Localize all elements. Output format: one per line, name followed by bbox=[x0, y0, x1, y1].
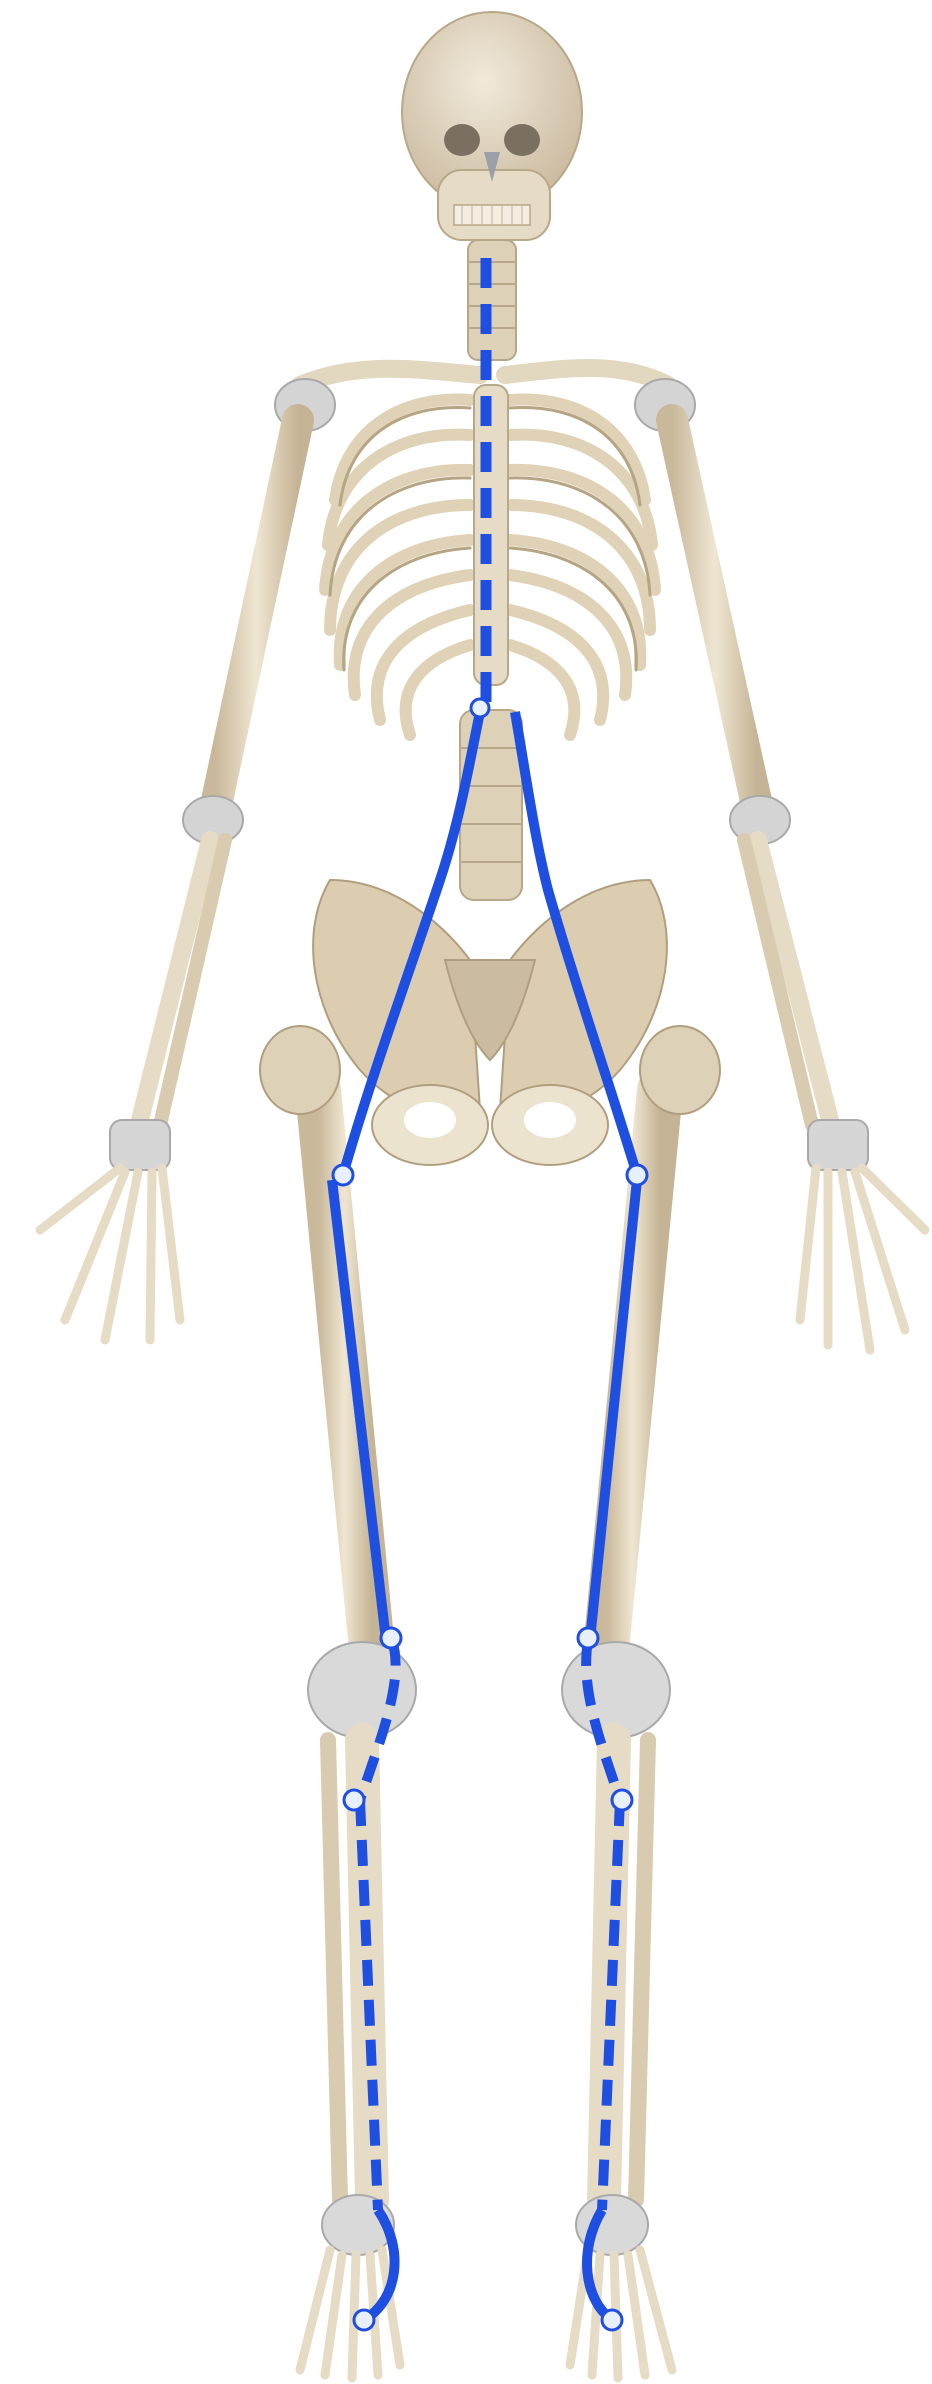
pelvis bbox=[313, 880, 667, 1165]
left-arm bbox=[40, 420, 298, 1340]
marker-left-ankle bbox=[354, 2310, 374, 2330]
marker-right-knee-lower bbox=[612, 1790, 632, 1810]
right-arm bbox=[672, 420, 925, 1350]
skull bbox=[402, 12, 582, 240]
marker-sternum-base bbox=[471, 699, 489, 717]
cervical-spine bbox=[468, 240, 516, 360]
marker-left-knee-lower bbox=[344, 1790, 364, 1810]
lumbar-spine bbox=[460, 710, 522, 900]
marker-right-knee-upper bbox=[578, 1628, 598, 1648]
marker-right-ankle bbox=[602, 2310, 622, 2330]
marker-left-hip bbox=[333, 1165, 353, 1185]
marker-left-knee-upper bbox=[381, 1628, 401, 1648]
marker-right-hip bbox=[627, 1165, 647, 1185]
